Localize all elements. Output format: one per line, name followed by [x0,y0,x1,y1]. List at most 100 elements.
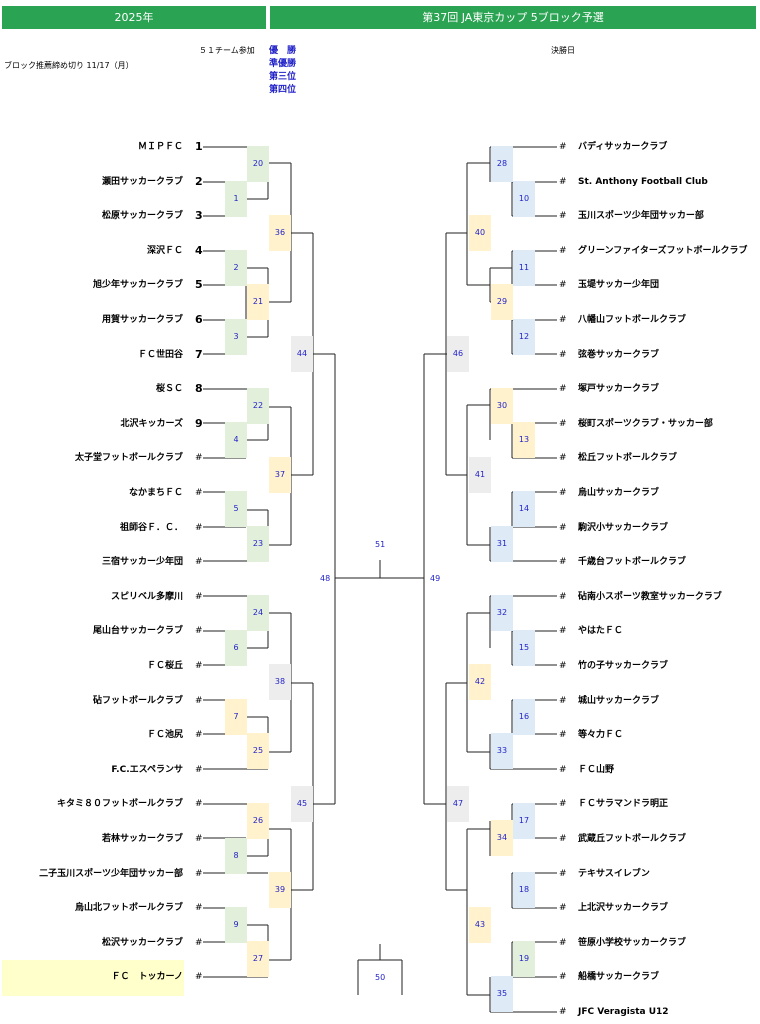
left-team-seed: # [195,626,203,636]
left-team-seed: # [195,592,203,602]
right-team-name: 塚戸サッカークラブ [578,384,660,394]
match-box: 17 [513,803,535,839]
left-team-name: 太子堂フットボールクラブ [74,453,183,463]
left-team-seed: 1 [195,140,203,153]
match-box: 24 [247,595,269,631]
right-team-seed: # [559,661,567,671]
right-team-name: 玉堤サッカー少年団 [578,280,660,290]
match-box: 39 [269,872,291,908]
left-team-seed: 9 [195,417,203,430]
right-team-name: 武蔵丘フットボールクラブ [578,834,687,844]
match-box: 37 [269,457,291,493]
left-team-name: 若林サッカークラブ [101,834,183,844]
match-box: 21 [247,284,269,320]
match-box: 15 [513,630,535,666]
rank-third: 第三位 [269,72,297,82]
match-box: 46 [447,336,469,372]
rank-runner-up: 準優勝 [269,59,297,69]
match-box: 7 [225,699,247,735]
right-team-seed: # [559,626,567,636]
right-team-name: 笹原小学校サッカークラブ [578,938,687,948]
match-box: 25 [247,733,269,769]
right-team-seed: # [559,557,567,567]
left-team-name: ＦＣ世田谷 [137,350,183,360]
match-box: 23 [247,526,269,562]
right-team-seed: # [559,488,567,498]
match-box: 10 [513,181,535,217]
right-team-name: 玉川スポーツ少年団サッカー部 [578,211,704,221]
left-team-seed: 2 [195,175,203,188]
match-box: 2 [225,250,247,286]
match-box: 1 [225,181,247,217]
left-team-seed: # [195,972,203,982]
right-team-seed: # [559,938,567,948]
left-team-name: 桜ＳＣ [155,384,183,394]
match-box: 26 [247,803,269,839]
right-team-seed: # [559,696,567,706]
left-team-name: 深沢ＦＣ [146,246,183,256]
match-box: 44 [291,336,313,372]
left-team-name: 砧フットボールクラブ [92,696,183,706]
left-team-name: 祖師谷Ｆ．Ｃ． [119,523,183,533]
right-team-name: やはたＦＣ [578,626,623,636]
right-team-seed: # [559,972,567,982]
right-team-seed: # [559,799,567,809]
left-team-name: ＦＣ トッカーノ [111,972,183,982]
left-team-seed: 5 [195,278,203,291]
right-team-name: 駒沢小サッカークラブ [578,523,669,533]
right-team-name: バディサッカークラブ [578,142,668,152]
right-team-seed: # [559,350,567,360]
match-box: 12 [513,319,535,355]
right-team-seed: # [559,419,567,429]
match-box: 47 [447,786,469,822]
right-team-name: 等々力ＦＣ [578,730,624,740]
right-team-name: 城山サッカークラブ [578,696,660,706]
match-box: 27 [247,941,269,977]
final-day-label: 決勝日 [551,46,575,55]
left-team-seed: # [195,869,203,879]
left-team-seed: # [195,938,203,948]
left-team-name: 松原サッカークラブ [101,211,183,221]
left-team-name: ＦＣ池尻 [146,730,183,740]
teams-count: ５１チーム参加 [199,46,255,55]
match-box: 5 [225,491,247,527]
match-box: 29 [491,284,513,320]
left-team-seed: 3 [195,209,203,222]
right-team-seed: # [559,246,567,256]
right-team-name: 桜町スポーツクラブ・サッカー部 [578,419,713,429]
match-box: 19 [513,941,535,977]
match-box: 31 [491,526,513,562]
left-team-seed: # [195,903,203,913]
left-team-name: 尾山台サッカークラブ [92,626,183,636]
left-team-name: 松沢サッカークラブ [101,938,183,948]
match-box: 38 [269,664,291,700]
match-box: 40 [469,215,491,251]
match-box: 36 [269,215,291,251]
right-team-name: グリーンファイターズフットボールクラブ [578,246,748,256]
left-team-seed: # [195,453,203,463]
rank-champion: 優 勝 [269,46,297,56]
match-box: 18 [513,872,535,908]
right-team-seed: # [559,592,567,602]
left-team-seed: 6 [195,313,203,326]
match-box: 3 [225,319,247,355]
right-team-name: 竹の子サッカークラブ [578,661,669,671]
left-team-name: キタミ８０フットボールクラブ [56,799,183,809]
match-box: 41 [469,457,491,493]
right-team-seed: # [559,834,567,844]
right-team-seed: # [559,211,567,221]
left-team-seed: # [195,661,203,671]
left-team-seed: 7 [195,348,203,361]
right-team-seed: # [559,523,567,533]
deadline-note: ブロック推薦締め切り 11/17（月） [4,61,134,70]
year-header: 2025年 [2,6,266,29]
semi-left-label: 48 [320,574,331,583]
match-box: 16 [513,699,535,735]
match-box: 45 [291,786,313,822]
right-team-seed: # [559,177,567,187]
right-team-name: ＦＣ山野 [578,765,615,775]
left-team-name: 二子玉川スポーツ少年団サッカー部 [39,869,183,879]
left-team-seed: # [195,730,203,740]
right-team-name: 砧南小スポーツ教室サッカークラブ [578,592,722,602]
left-team-seed: 8 [195,382,203,395]
